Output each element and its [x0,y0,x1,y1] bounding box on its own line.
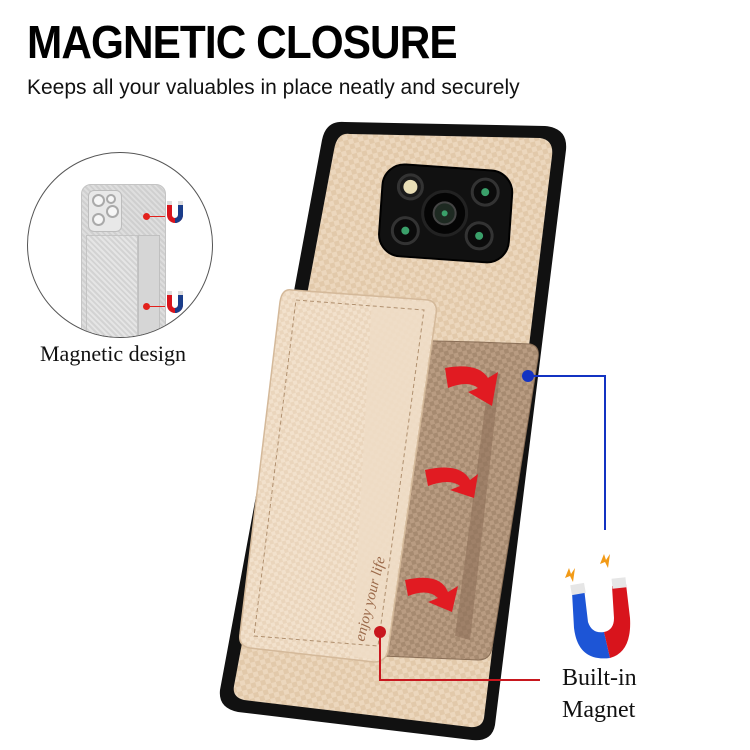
red-arrow-icon [405,366,498,612]
red-callout-line [379,632,540,681]
mini-camera-module [88,190,122,232]
built-in-magnet-label: Built-in Magnet [562,662,637,726]
camera-module [378,163,514,264]
built-in-magnet-line1: Built-in [562,665,637,691]
mini-phone-illustration [81,184,166,337]
magnet-icon [167,201,183,313]
blue-callout-line [528,375,606,530]
mini-magnetic-strip [138,235,160,337]
page-subtitle: Keeps all your valuables in place neatly… [27,76,520,99]
horseshoe-magnet-icon [565,554,631,659]
magnetic-design-label: Magnetic design [40,341,187,366]
magnetic-design-inset [27,152,213,338]
built-in-magnet-line2: Magnet [562,697,636,723]
mini-card-pocket [86,235,138,337]
page-title: MAGNETIC CLOSURE [27,16,458,68]
